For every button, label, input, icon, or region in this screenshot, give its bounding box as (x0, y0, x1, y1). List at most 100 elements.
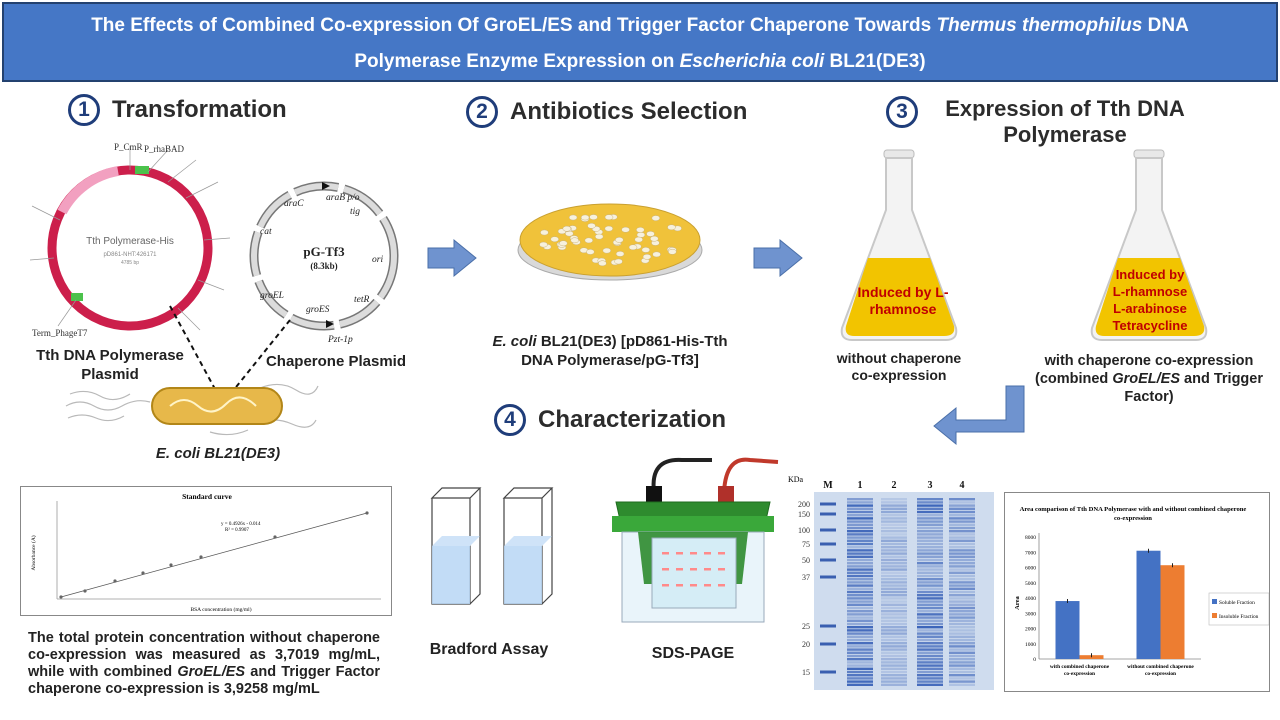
protein-band (917, 642, 943, 645)
protein-band (917, 562, 943, 565)
protein-band (881, 517, 907, 520)
protein-band (881, 670, 907, 674)
protein-band (881, 606, 907, 610)
step-title: Expression of Tth DNA Polymerase (945, 96, 1185, 147)
curve-point (199, 555, 203, 559)
protein-band (881, 619, 907, 622)
protein-band (917, 574, 943, 578)
marker-band (820, 558, 836, 562)
protein-band (847, 584, 873, 587)
protein-band (847, 571, 873, 574)
protein-band (917, 632, 943, 635)
protein-band (949, 677, 975, 680)
protein-band (949, 504, 975, 507)
tth-plasmid-map: P_CmR P_rhaBAD Term_PhageT7 Tth Polymera… (29, 142, 231, 338)
protein-band (949, 555, 975, 558)
protein-band (949, 610, 975, 613)
terminator-feature (71, 293, 83, 301)
standard-curve-chart: Standard curve y = 0.4926x - 0.014 R² = … (20, 486, 392, 616)
protein-band (847, 683, 873, 686)
protein-band (847, 539, 873, 542)
curve-point (83, 589, 87, 593)
protein-band (917, 600, 943, 603)
protein-band (949, 542, 975, 546)
protein-band (917, 626, 943, 629)
protein-band (881, 651, 907, 654)
protein-band (917, 664, 943, 667)
protein-band (847, 565, 873, 568)
step-number-badge: 2 (466, 96, 498, 128)
chart-title: Area comparison of Tth DNA Polymerase wi… (1020, 506, 1247, 522)
protein-band (881, 581, 907, 584)
protein-band (949, 606, 975, 610)
protein-band (847, 526, 873, 530)
colony (634, 236, 643, 243)
protein-band (881, 635, 907, 638)
protein-band (881, 632, 907, 635)
protein-band (917, 549, 943, 552)
marker-label: 100 (798, 526, 810, 535)
flask-without-chaperone (840, 149, 958, 341)
protein-band (917, 571, 943, 574)
protein-band (847, 632, 873, 635)
protein-band (917, 539, 943, 542)
protein-band (847, 533, 873, 536)
right-arrow-icon (427, 238, 477, 278)
protein-band (917, 533, 943, 536)
protein-band (847, 600, 873, 603)
protein-band (881, 546, 907, 549)
protein-band (881, 638, 907, 642)
protein-band (847, 558, 873, 562)
protein-band (847, 536, 873, 539)
colony (636, 232, 646, 238)
protein-band (847, 555, 873, 558)
protein-band (847, 501, 873, 504)
protein-band (881, 574, 907, 578)
bacterial-colonies (539, 214, 682, 267)
protein-band (917, 645, 943, 648)
protein-band (847, 626, 873, 629)
flask1-induction-label: Induced by L-rhamnose (857, 284, 949, 317)
gene-label: Pzt-1p (327, 335, 353, 345)
protein-band (949, 501, 975, 504)
colony (540, 229, 549, 236)
protein-band (881, 530, 907, 533)
colony (580, 214, 590, 221)
plasmid-name: pG-Tf3 (303, 244, 345, 259)
colony (652, 251, 661, 258)
x-axis-label: BSA concentration (mg/ml) (190, 606, 251, 613)
protein-band (949, 670, 975, 674)
colony (589, 214, 598, 220)
colony (602, 247, 612, 254)
colony (586, 249, 595, 255)
colony (550, 236, 559, 243)
protein-band (949, 565, 975, 568)
protein-band (917, 530, 943, 533)
y-tick-label: 8000 (1025, 535, 1036, 541)
protein-band (881, 594, 907, 597)
lane-label: 1 (858, 480, 863, 491)
colony (584, 237, 594, 244)
protein-band (949, 629, 975, 632)
protein-band (881, 626, 907, 629)
legend-label: Soluble Fraction (1219, 600, 1255, 606)
protein-band (949, 597, 975, 600)
protein-band (847, 498, 873, 501)
protein-band (847, 654, 873, 658)
step-number-badge: 1 (68, 94, 100, 126)
protein-band (847, 642, 873, 645)
lane-label: 2 (892, 480, 897, 491)
protein-band (847, 552, 873, 555)
protein-band (917, 638, 943, 642)
tth-plasmid-caption: Tth DNA Polymerase Plasmid (36, 347, 184, 383)
plasmid-subtitle: pD861-NHT:426171 (103, 252, 157, 258)
plasmid-segment (57, 166, 120, 215)
protein-band (917, 520, 943, 523)
protein-band (847, 674, 873, 677)
marker-band (820, 642, 836, 646)
colony (641, 247, 651, 253)
gel-band (662, 568, 669, 571)
colony (587, 222, 596, 229)
protein-band (949, 635, 975, 638)
protein-band (917, 507, 943, 510)
